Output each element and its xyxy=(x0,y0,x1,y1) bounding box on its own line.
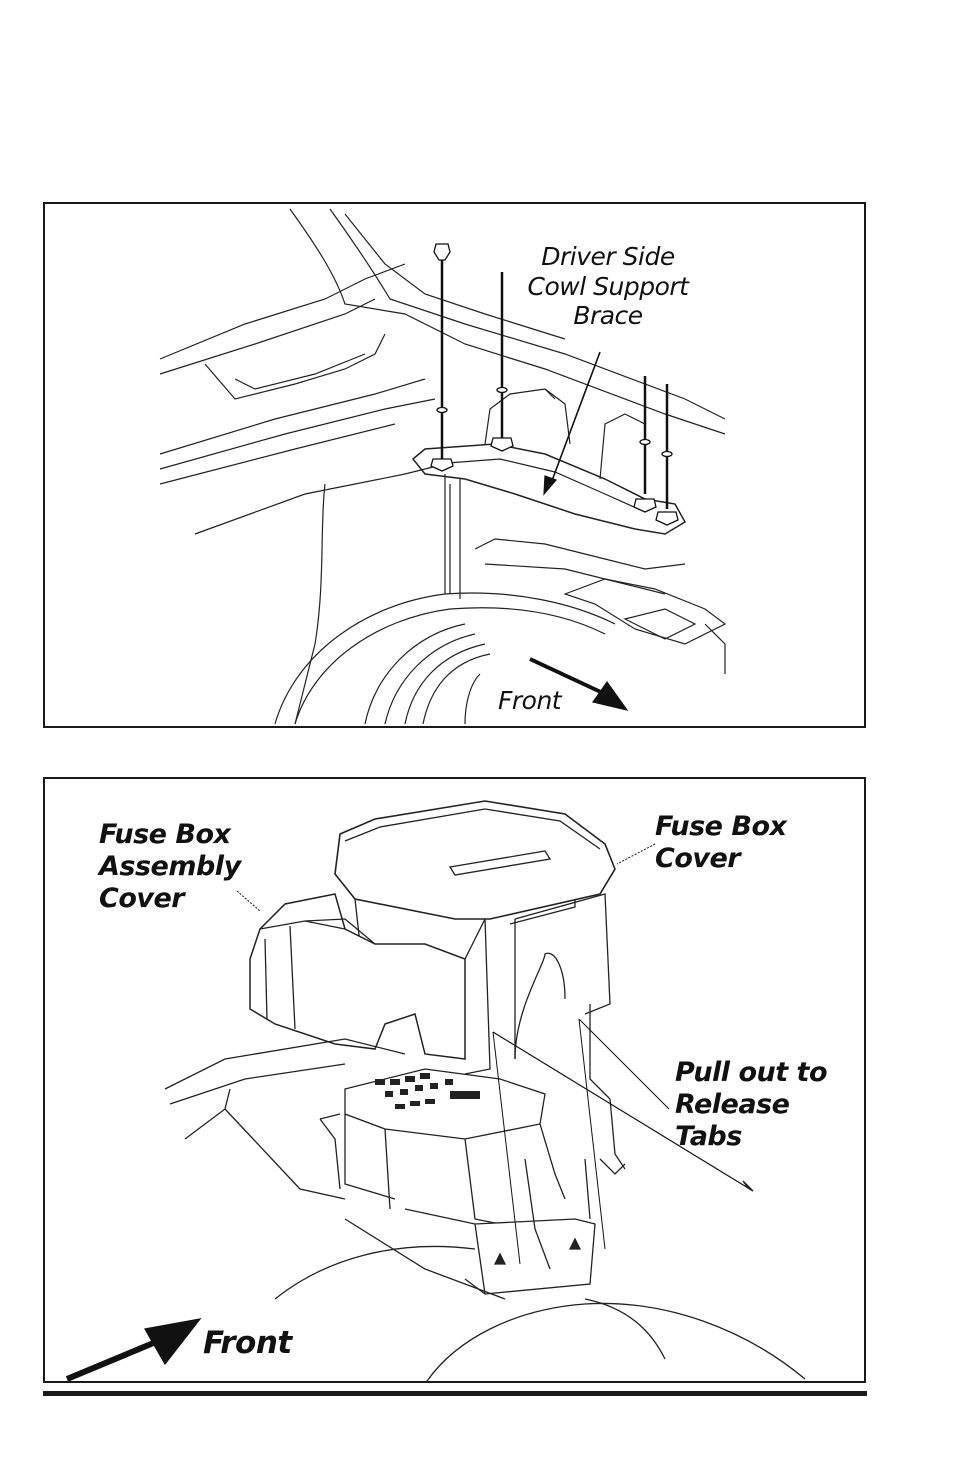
fuse-box-figure: Fuse Box Assembly Cover Fuse Box Cover P… xyxy=(43,777,866,1383)
release-tabs-label: Pull out to Release Tabs xyxy=(675,1057,864,1153)
front-direction-label: Front xyxy=(498,686,561,716)
footer-rule xyxy=(43,1391,867,1396)
fuse-box-cover-label: Fuse Box Cover xyxy=(655,811,786,875)
cowl-brace-label: Driver Side Cowl Support Brace xyxy=(523,242,693,331)
front-direction-label: Front xyxy=(203,1325,292,1362)
cowl-brace-illustration xyxy=(45,204,866,728)
cowl-brace-figure: Driver Side Cowl Support Brace Front xyxy=(43,202,866,728)
fuse-box-assembly-cover-label: Fuse Box Assembly Cover xyxy=(99,819,241,915)
